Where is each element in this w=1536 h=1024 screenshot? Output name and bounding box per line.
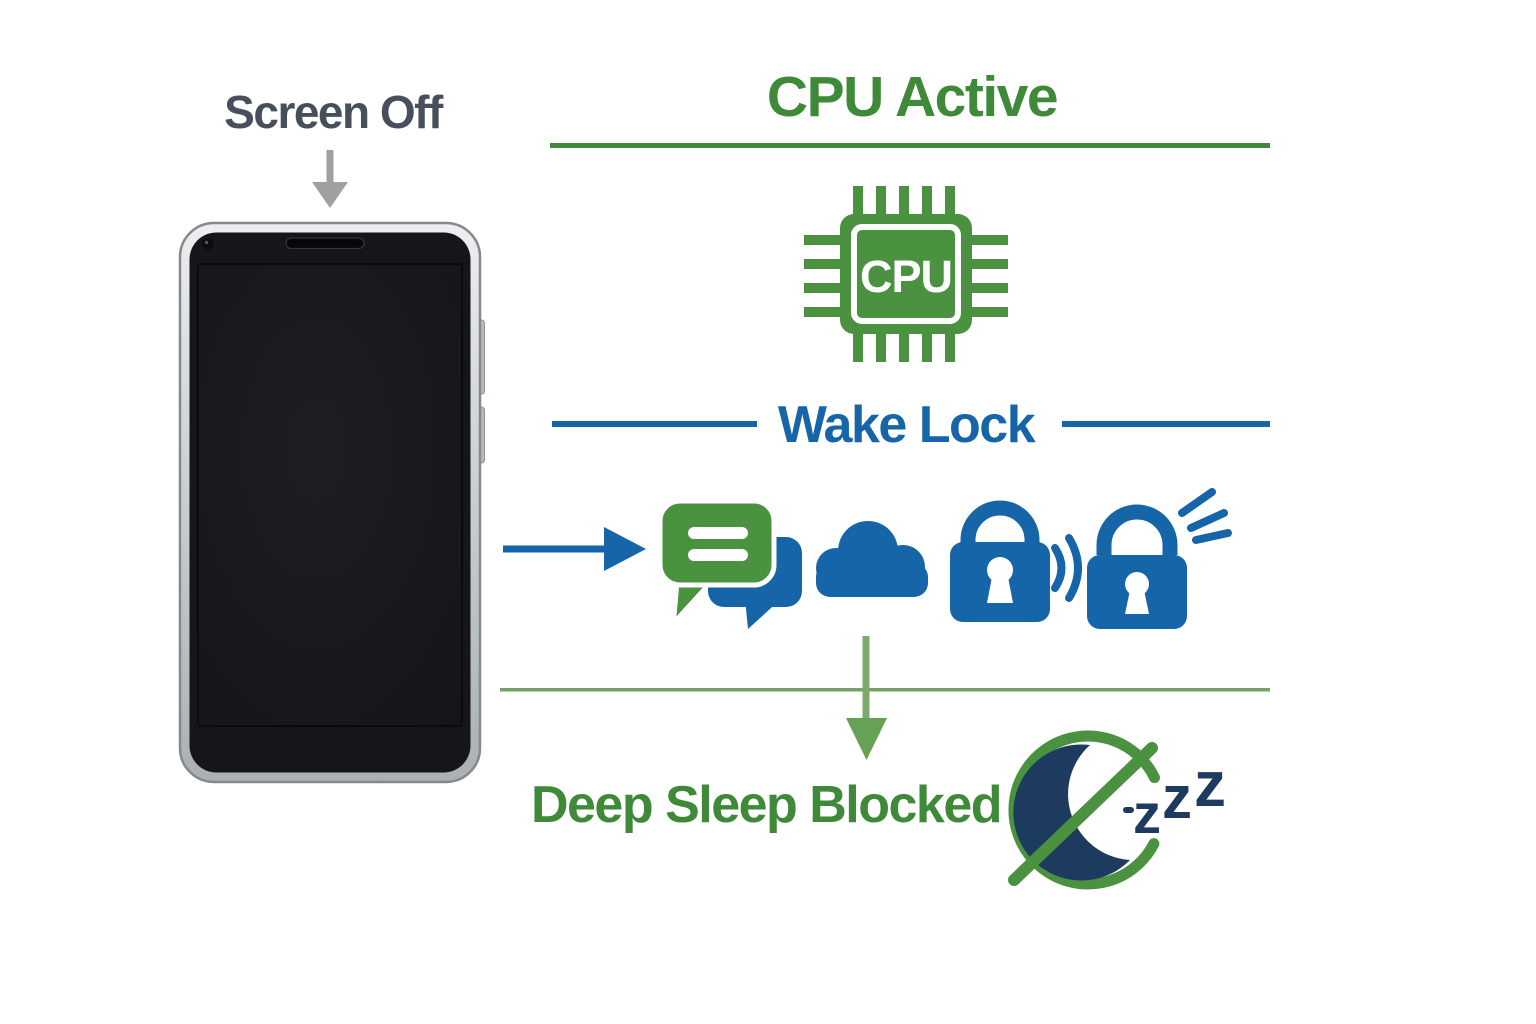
right-arrow-icon xyxy=(503,527,646,571)
slash-icon xyxy=(1008,742,1158,886)
screen-off-label: Screen Off xyxy=(224,86,443,138)
alert-lines-icon xyxy=(1178,488,1232,544)
alarm-padlock-icon xyxy=(1087,488,1232,629)
chat-messages-icon xyxy=(657,498,802,629)
wake-lock-padlock-icon xyxy=(950,500,1050,622)
svg-text:z: z xyxy=(1133,782,1161,845)
down-arrow-green-icon xyxy=(846,636,887,760)
cpu-active-divider xyxy=(550,143,1270,148)
zzz-icon: z z z xyxy=(1123,748,1226,845)
front-camera xyxy=(202,238,214,250)
wake-lock-rule-left xyxy=(552,421,757,427)
cloud-icon xyxy=(816,521,928,597)
no-deep-sleep-icon: z z z xyxy=(1008,730,1226,890)
phone-screen xyxy=(197,263,463,727)
phone-illustration xyxy=(178,221,485,784)
down-arrow-icon xyxy=(312,150,348,208)
svg-text:z: z xyxy=(1194,748,1226,820)
deep-sleep-blocked-label: Deep Sleep Blocked xyxy=(530,776,1003,834)
cpu-chip-icon: CPU xyxy=(804,186,1008,362)
svg-text:z: z xyxy=(1162,764,1192,831)
sound-waves-icon xyxy=(1051,534,1082,602)
cpu-chip-label: CPU xyxy=(860,251,952,302)
cpu-active-title: CPU Active xyxy=(766,65,1059,129)
wake-lock-rule-right xyxy=(1062,421,1270,427)
deep-sleep-divider xyxy=(500,688,1270,692)
wake-lock-title: Wake Lock xyxy=(777,396,1036,454)
chip-pins xyxy=(804,186,1008,362)
earpiece xyxy=(285,237,365,250)
